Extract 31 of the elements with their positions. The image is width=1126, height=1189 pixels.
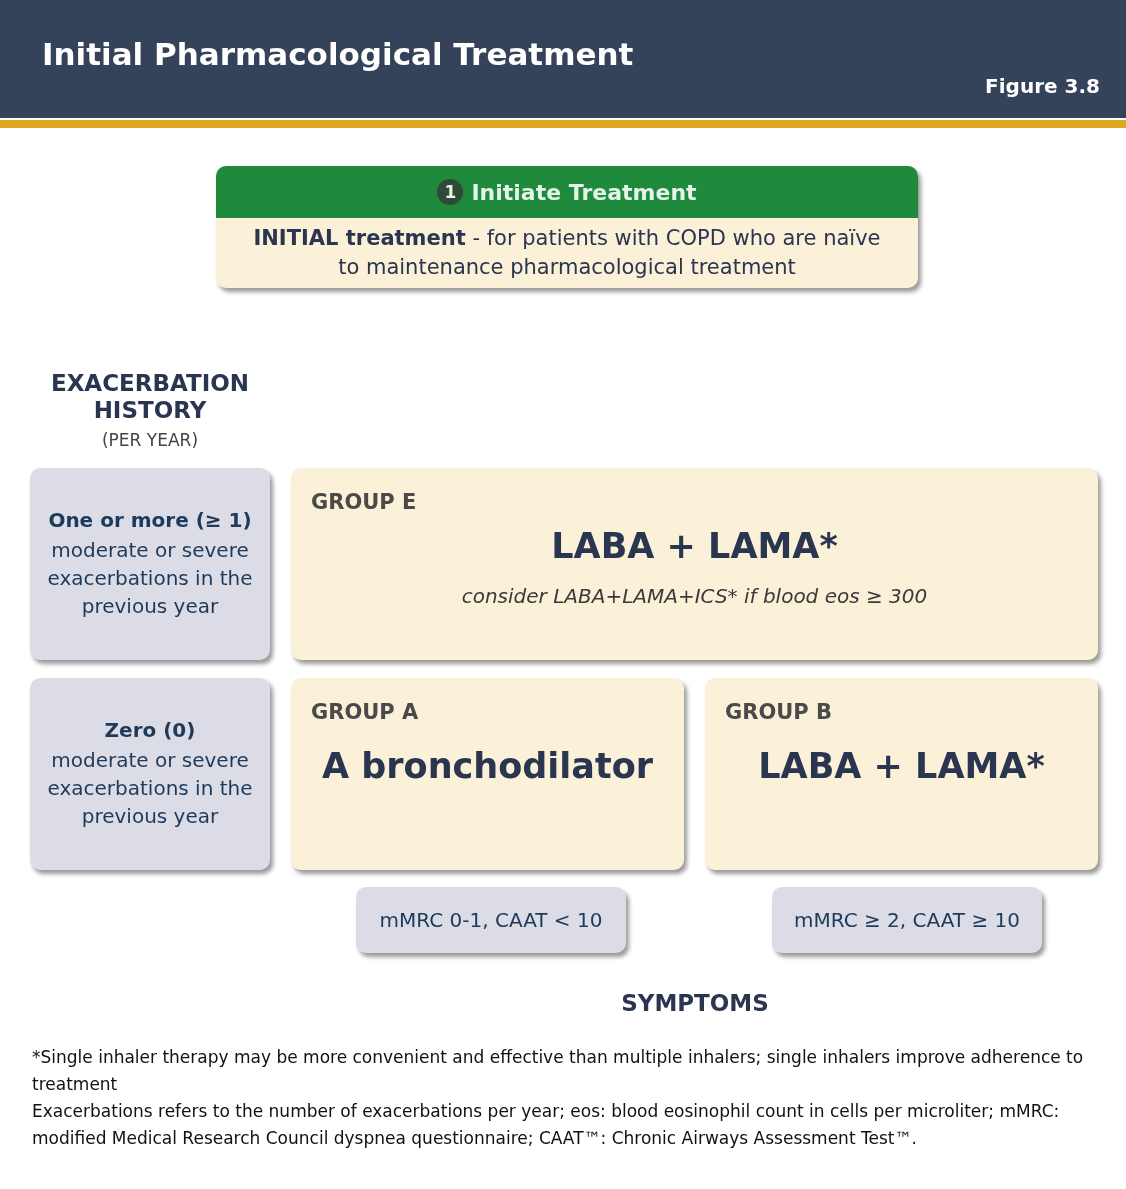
- group-heading: GROUP A: [311, 700, 420, 724]
- banner-heading: Initiate Treatment: [471, 179, 697, 205]
- symptom-text: mMRC 0-1, CAAT < 10: [379, 908, 603, 932]
- treatment-note: consider LABA+LAMA+ICS* if blood eos ≥ 300: [460, 584, 929, 608]
- axis-subtitle: (PER YEAR): [100, 430, 199, 450]
- row-text: moderate or severe exacerbations in the previous year: [46, 537, 254, 620]
- footnote: Exacerbations refers to the number of exacerbations per year; eos: blood eosinophil count in cells per microliter; mMRC: modified Medical Research Council dyspnea questionnaire; CAAT™: Chronic Airways Assessment Test™.: [32, 1100, 1061, 1150]
- treatment-text: LABA + LAMA*: [550, 526, 839, 566]
- axis-title: SYMPTOMS: [620, 990, 770, 1016]
- row-heading: Zero (0): [104, 718, 196, 742]
- exacerbation-row-box: [30, 468, 270, 660]
- row-text: moderate or severe exacerbations in the previous year: [46, 747, 254, 830]
- row-heading: One or more (≥ 1): [48, 508, 252, 532]
- treatment-text: A bronchodilator: [321, 746, 654, 786]
- axis-title: EXACERBATION HISTORY: [49, 370, 251, 424]
- symptom-box: [356, 887, 626, 953]
- treatment-banner: [216, 166, 918, 288]
- banner-text: INITIAL treatment - for patients with COPD who are naïve to maintenance pharmacological treatment: [252, 225, 882, 281]
- group-heading: GROUP B: [725, 700, 834, 724]
- exacerbation-row-box: [30, 678, 270, 870]
- group-box: [291, 468, 1098, 660]
- group-box: [291, 678, 684, 870]
- symptom-text: mMRC ≥ 2, CAAT ≥ 10: [794, 908, 1020, 932]
- treatment-text: LABA + LAMA*: [757, 746, 1046, 786]
- title: Initial Pharmacological Treatment: [42, 36, 634, 72]
- group-heading: GROUP E: [311, 490, 418, 514]
- symptom-box: [772, 887, 1042, 953]
- footnote: *Single inhaler therapy may be more convenient and effective than multiple inhalers; single inhalers improve adherence to treatment: [32, 1046, 1085, 1096]
- group-box: [705, 678, 1098, 870]
- step-number-badge: 1: [437, 179, 464, 205]
- figure-number: Figure 3.8: [984, 74, 1100, 98]
